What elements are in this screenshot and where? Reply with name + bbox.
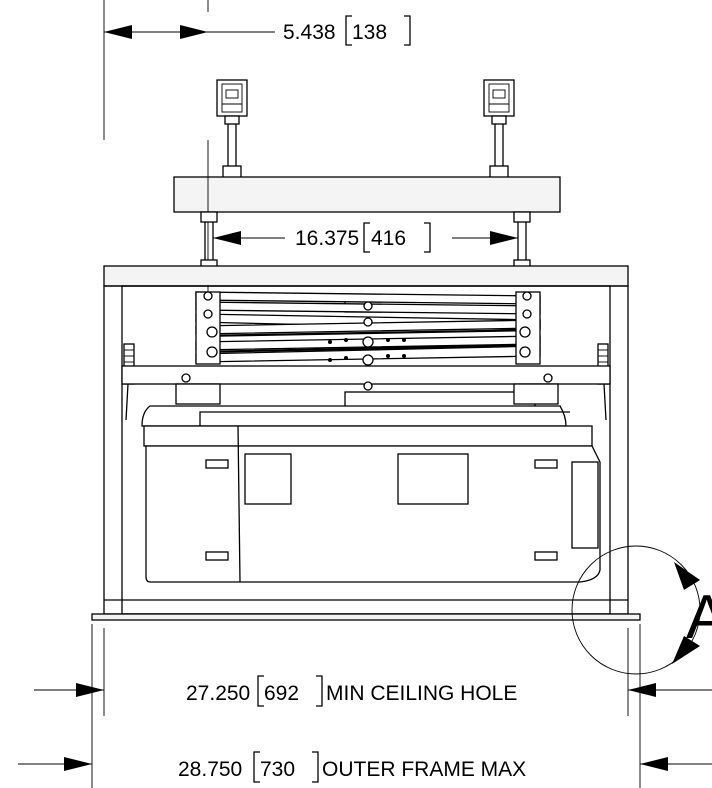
projector [141, 405, 601, 583]
mounting-bracket-right [483, 79, 515, 179]
cross-bar [121, 365, 611, 385]
arrow-left [76, 683, 104, 697]
arrow-right [640, 757, 668, 771]
callout-arrow-bottom [672, 636, 700, 664]
arrow-left [213, 231, 241, 245]
scissor-lift [195, 291, 541, 409]
ceiling-trim [91, 613, 641, 621]
detail-callout-a: A [571, 545, 712, 675]
arrow-right [628, 683, 656, 697]
dim-hole-metric: 692 [264, 682, 299, 705]
dim-frame-metric: 730 [260, 758, 295, 781]
dim-top-value: 5.438 [283, 21, 336, 44]
dim-frame-label: OUTER FRAME MAX [322, 758, 526, 781]
dim-top-metric: 138 [352, 21, 387, 44]
threaded-rods [200, 211, 531, 269]
arrow-left [64, 757, 92, 771]
dim-rod-value: 16.375 [295, 227, 359, 250]
arrow-left [104, 25, 132, 39]
cross-bar-bolts [175, 373, 559, 405]
detail-callout-label: A [686, 583, 712, 652]
callout-arrow-top [674, 562, 700, 590]
dim-frame-value: 28.750 [178, 758, 242, 781]
dimension-rod: 16.375 416 [213, 222, 518, 253]
arrow-right [180, 25, 208, 39]
dimension-top: 5.438 138 [103, 0, 411, 140]
arrow-right [490, 231, 518, 245]
dim-hole-label: MIN CEILING HOLE [326, 682, 517, 705]
dim-hole-value: 27.250 [186, 682, 250, 705]
top-plate [173, 176, 561, 213]
dimension-ceiling-hole: 27.250 692 MIN CEILING HOLE [34, 675, 712, 707]
dim-rod-metric: 416 [371, 227, 406, 250]
dimension-outer-frame: 28.750 730 OUTER FRAME MAX [18, 751, 712, 783]
mounting-bracket-left [216, 79, 248, 179]
